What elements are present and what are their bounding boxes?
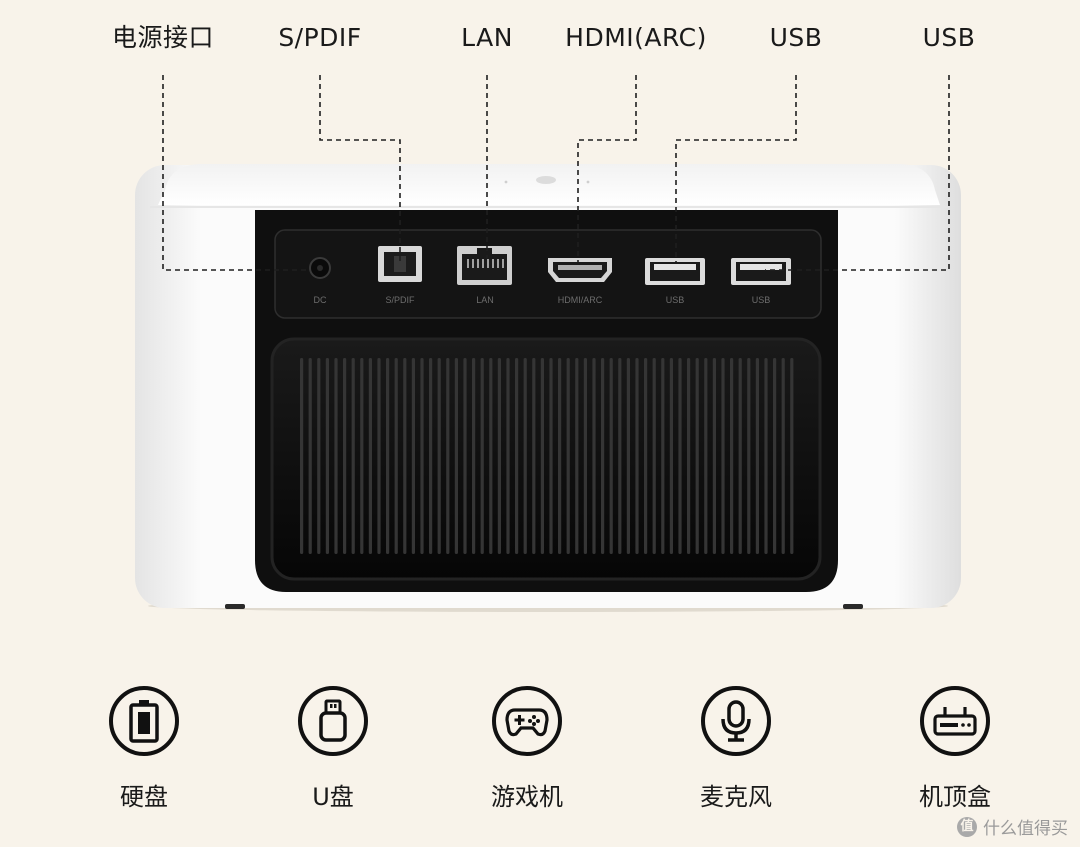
- feature-set-top-box: 机顶盒: [885, 686, 1025, 812]
- callout-usb-1: [675, 75, 797, 262]
- port-label-dc: DC: [313, 295, 327, 305]
- vent-grille: [270, 337, 822, 581]
- port-label-hdmi: HDMI/ARC: [557, 295, 603, 305]
- callout-spdif: [319, 75, 401, 265]
- port-label-spdif: S/PDIF: [385, 295, 415, 305]
- callout-power: [162, 75, 310, 271]
- label-lan: LAN: [461, 23, 513, 52]
- feature-usb-drive: U盘: [263, 686, 403, 812]
- feature-hard-drive: 硬盘: [74, 686, 214, 812]
- port-label-usb-2: USB: [751, 295, 771, 305]
- port-label-lan: LAN: [476, 295, 494, 305]
- label-power-port: 电源接口: [111, 23, 215, 52]
- port-label-usb-1: USB: [665, 295, 685, 305]
- microphone-icon: [701, 686, 771, 756]
- set-top-box-icon: [920, 686, 990, 756]
- feature-label: 游戏机: [491, 783, 563, 811]
- watermark-logo-icon: 值: [957, 816, 977, 837]
- feature-label: 机顶盒: [919, 783, 991, 811]
- callout-usb-2: [765, 75, 950, 271]
- gamepad-icon: [492, 686, 562, 756]
- feature-label: 麦克风: [700, 783, 772, 811]
- label-spdif: S/PDIF: [278, 23, 362, 52]
- watermark: 值 什么值得买: [957, 814, 1068, 839]
- device-top: [158, 164, 940, 205]
- label-usb-2: USB: [922, 23, 976, 52]
- feature-label: 硬盘: [120, 783, 168, 811]
- hard-drive-icon: [109, 686, 179, 756]
- feature-microphone: 麦克风: [666, 686, 806, 812]
- feature-label: U盘: [312, 783, 354, 811]
- usb-drive-icon: [298, 686, 368, 756]
- feature-game-console: 游戏机: [457, 686, 597, 812]
- label-hdmi-arc: HDMI(ARC): [565, 23, 707, 52]
- vent-slots: [300, 358, 794, 554]
- label-usb-1: USB: [769, 23, 823, 52]
- watermark-text: 什么值得买: [983, 819, 1068, 839]
- callout-hdmi: [577, 75, 637, 262]
